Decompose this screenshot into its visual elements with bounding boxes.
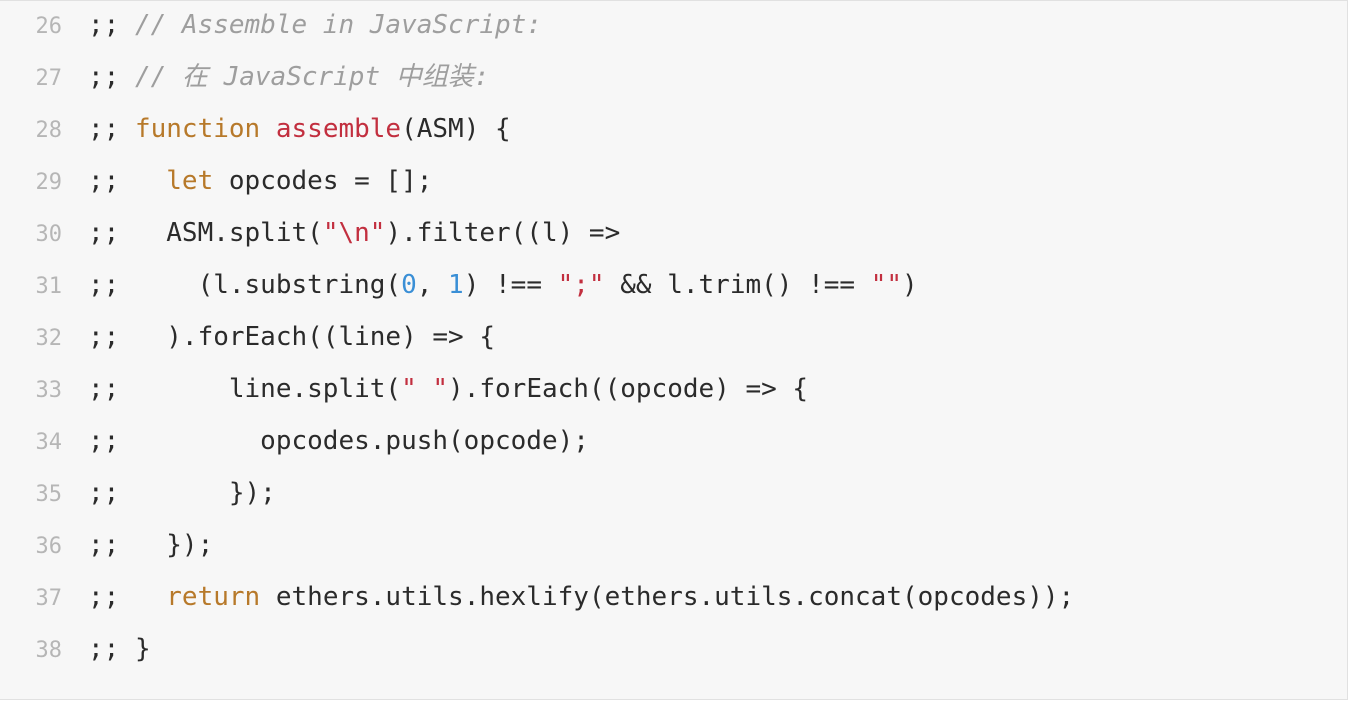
code-text: ;; // 在 JavaScript 中组装: xyxy=(88,62,489,92)
code-line: 26;; // Assemble in JavaScript: xyxy=(0,1,1347,51)
code-text: ;; ).forEach((line) => { xyxy=(88,322,495,352)
code-text: ;; function assemble(ASM) { xyxy=(88,114,511,144)
code-token-plain: ;; xyxy=(88,166,167,196)
line-number: 38 xyxy=(35,638,63,663)
code-line: 31 ;; (l.substring(0, 1) !== ";" && l.tri… xyxy=(0,259,1347,311)
code-token-keyword: let xyxy=(166,166,214,196)
line-number: 30 xyxy=(35,222,63,247)
code-token-plain: ;; }); xyxy=(88,530,214,560)
line-number: 31 xyxy=(35,274,63,299)
code-line: 33 ;; line.split(" ").forEach((opcode) =>… xyxy=(0,363,1347,415)
code-token-plain xyxy=(260,114,276,144)
code-text: ;; opcodes.push(opcode); xyxy=(88,426,589,456)
code-token-plain: && l.trim() !== xyxy=(604,270,871,300)
code-token-plain: ) !== xyxy=(463,270,558,300)
code-token-number: 1 xyxy=(448,270,464,300)
code-token-plain: ;; ).forEach((line) => { xyxy=(88,322,495,352)
line-number: 32 xyxy=(35,326,63,351)
code-line: 34 ;; opcodes.push(opcode); xyxy=(0,415,1347,467)
code-token-string: ";" xyxy=(557,270,605,300)
code-line: 38 ;; } xyxy=(0,623,1347,675)
code-token-plain: ;; (l.substring( xyxy=(88,270,402,300)
line-number: 33 xyxy=(35,378,63,403)
code-token-plain: ;; }); xyxy=(88,478,276,508)
line-number: 28 xyxy=(35,118,63,143)
code-text: ;; }); xyxy=(88,478,276,508)
line-number: 27 xyxy=(35,66,63,91)
code-token-plain: ;; xyxy=(88,10,135,40)
code-line: 29;; let opcodes = []; xyxy=(0,155,1347,207)
code-token-number: 0 xyxy=(401,270,417,300)
code-token-plain: ) xyxy=(902,270,918,300)
code-token-plain: ;; xyxy=(88,114,135,144)
code-line: 36 ;; }); xyxy=(0,519,1347,571)
code-text: ;; line.split(" ").forEach((opcode) => { xyxy=(88,374,808,404)
code-token-plain: ).forEach((opcode) => { xyxy=(448,374,809,404)
code-text: ;; return ethers.utils.hexlify(ethers.ut… xyxy=(88,582,1074,612)
code-token-plain: ;; xyxy=(88,582,167,612)
code-line: 30 ;; ASM.split("\n").filter((l) => xyxy=(0,207,1347,259)
code-token-name: assemble xyxy=(275,114,402,144)
code-line: 28;; function assemble(ASM) { xyxy=(0,103,1347,155)
code-token-string: " " xyxy=(401,374,449,404)
code-token-plain: ;; line.split( xyxy=(88,374,402,404)
code-line: 35 ;; }); xyxy=(0,467,1347,519)
code-token-plain: , xyxy=(416,270,449,300)
code-token-plain: opcodes = []; xyxy=(213,166,433,196)
code-text: ;; (l.substring(0, 1) !== ";" && l.trim(… xyxy=(88,270,918,300)
code-line: 37;; return ethers.utils.hexlify(ethers.… xyxy=(0,571,1347,623)
line-number: 29 xyxy=(35,170,63,195)
code-text: ;; let opcodes = []; xyxy=(88,166,432,196)
code-token-string: "\n" xyxy=(322,218,386,248)
code-token-plain: ethers.utils.hexlify(ethers.utils.concat… xyxy=(260,582,1075,612)
code-token-comment: // 在 JavaScript 中组装: xyxy=(134,62,490,92)
line-number: 36 xyxy=(35,534,63,559)
line-number: 34 xyxy=(35,430,63,455)
code-line: 32 ;; ).forEach((line) => { xyxy=(0,311,1347,363)
code-token-plain: ).filter((l) => xyxy=(385,218,621,248)
line-number: 37 xyxy=(35,586,63,611)
code-token-plain: ;; } xyxy=(88,634,151,664)
code-token-comment: // Assemble in JavaScript: xyxy=(134,10,542,40)
code-token-plain: ;; xyxy=(88,62,135,92)
code-text: ;; }); xyxy=(88,530,213,560)
code-text: ;; ASM.split("\n").filter((l) => xyxy=(88,218,620,248)
code-token-plain: ;; ASM.split( xyxy=(88,218,323,248)
code-token-keyword: function xyxy=(134,114,261,144)
code-text: ;; } xyxy=(88,634,151,664)
line-number: 26 xyxy=(35,14,63,39)
code-token-plain: ;; opcodes.push(opcode); xyxy=(88,426,589,456)
code-line: 27;; // 在 JavaScript 中组装: xyxy=(0,51,1347,103)
code-token-keyword: return xyxy=(166,582,261,612)
code-token-plain: (ASM) { xyxy=(401,114,511,144)
code-text: ;; // Assemble in JavaScript: xyxy=(88,10,542,40)
code-token-string: "" xyxy=(870,270,903,300)
line-number: 35 xyxy=(35,482,63,507)
